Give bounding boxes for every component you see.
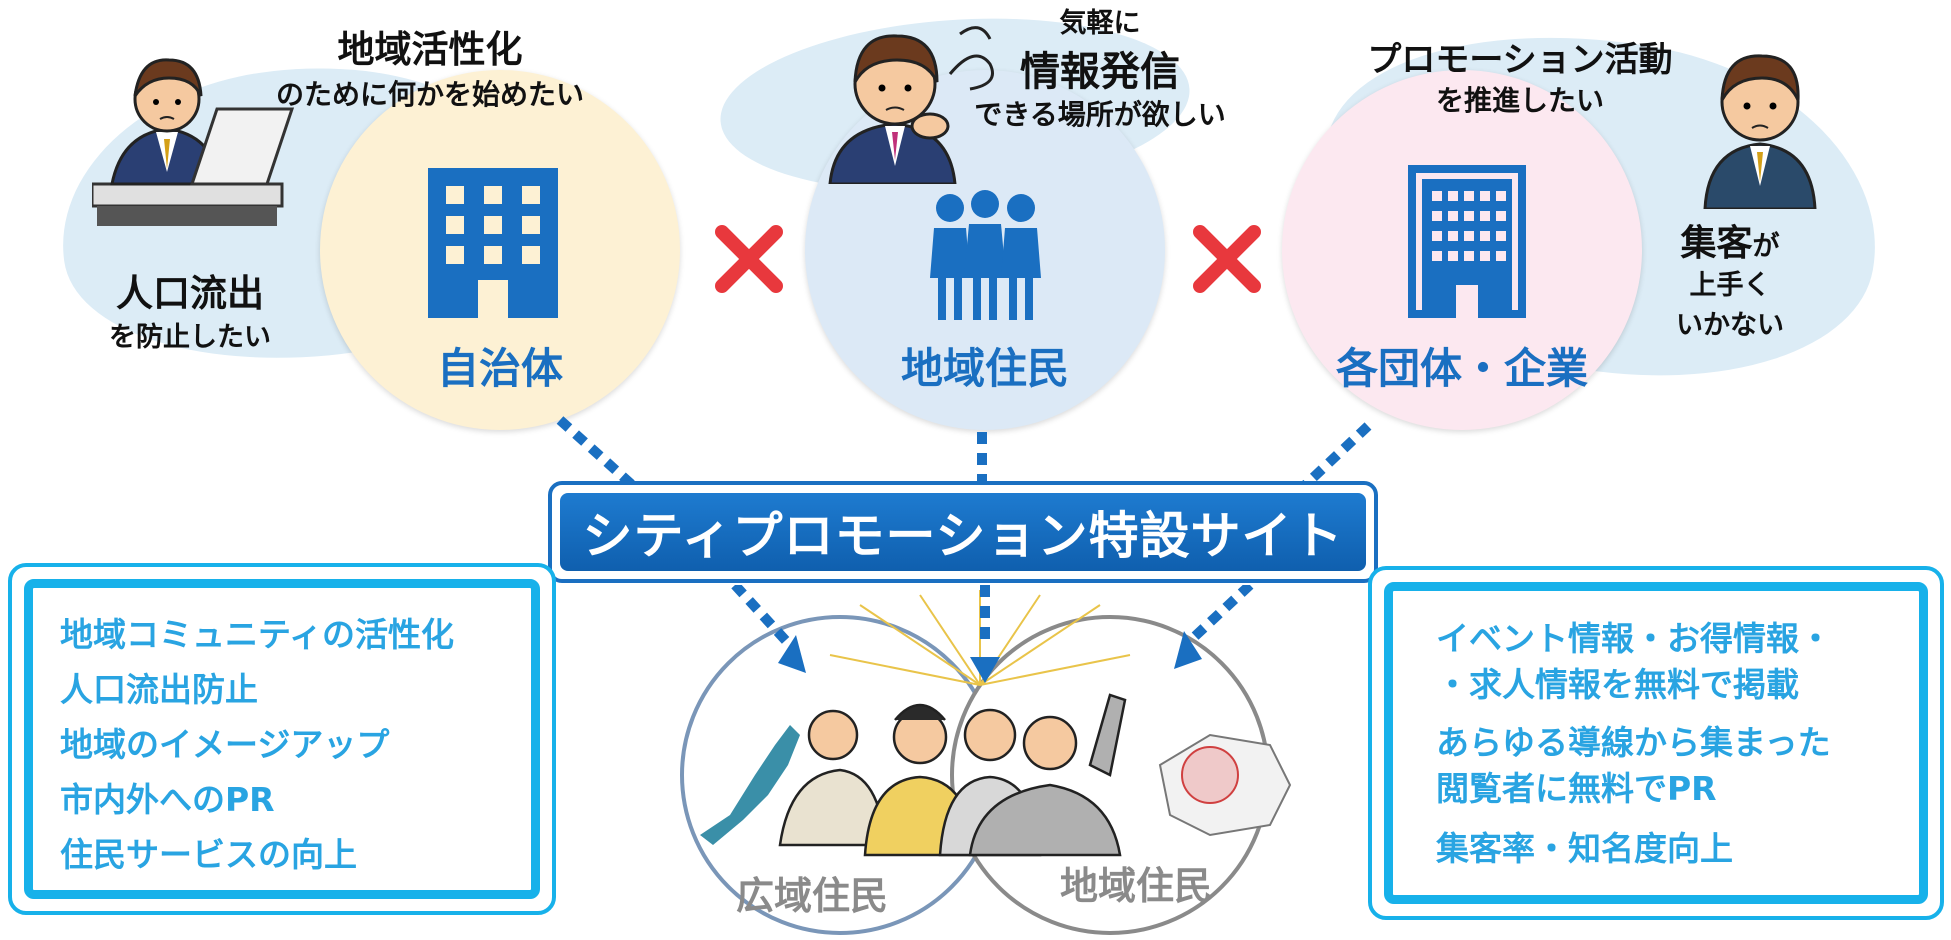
callout-attract-line2: 上手く — [1689, 270, 1771, 301]
callout-attract-big: 集客 — [1680, 223, 1753, 264]
left-benefit-item: 人口流出防止 — [60, 670, 258, 709]
left-benefits-panel-frame — [24, 579, 540, 899]
office-building-icon — [428, 168, 558, 318]
circle-label-local-residents: 地域住民 — [900, 344, 1069, 393]
cross-icon-right — [1193, 225, 1261, 293]
callout-attract-title: 集客が — [1650, 222, 1810, 265]
callout-revitalization-title: 地域活性化 — [337, 28, 523, 71]
callout-promotion-sub: を推進したい — [1435, 84, 1604, 117]
left-benefit-item: 地域コミュニティの活性化 — [60, 615, 455, 654]
callout-attract-suffix: が — [1752, 231, 1780, 262]
company-building-icon — [1408, 165, 1526, 318]
left-benefit-item: 住民サービスの向上 — [60, 835, 357, 874]
right-benefit-item: イベント情報・お得情報・ — [1436, 619, 1832, 658]
left-benefit-item: 地域のイメージアップ — [60, 725, 390, 764]
residents-venn-diagram — [680, 585, 1292, 935]
right-benefit-item: ・求人情報を無料で掲載 — [1436, 665, 1799, 704]
left-benefit-item: 市内外へのPR — [60, 780, 275, 819]
person-thinking-illustration — [828, 26, 994, 184]
venn-label-wide-area-residents: 広域住民 — [736, 874, 889, 918]
left-benefits-panel — [8, 563, 556, 915]
right-benefits-panel-frame — [1384, 582, 1928, 904]
banner-label: シティプロモーション特設サイト — [560, 493, 1366, 571]
person-at-laptop-illustration — [92, 58, 295, 226]
right-benefit-item: 集客率・知名度向上 — [1436, 829, 1733, 868]
callout-casual: 気軽に — [1059, 8, 1141, 39]
right-benefit-item: あらゆる導線から集まった — [1436, 723, 1831, 762]
circle-label-municipality: 自治体 — [436, 344, 563, 393]
callout-promotion-title: プロモーション活動 — [1367, 40, 1673, 80]
circle-label-organizations: 各団体・企業 — [1335, 344, 1588, 393]
cross-icon-left — [715, 225, 783, 293]
callout-attract-line3: いかない — [1676, 310, 1784, 341]
people-group-icon — [930, 190, 1041, 320]
callout-outflow-sub: を防止したい — [109, 322, 271, 353]
callout-place-wanted: できる場所が欲しい — [974, 98, 1226, 131]
right-benefits-panel — [1368, 566, 1944, 920]
venn-label-local-residents: 地域住民 — [1060, 864, 1213, 908]
callout-info-sharing: 情報発信 — [1020, 49, 1180, 95]
callout-revitalization-sub: のために何かを始めたい — [275, 78, 584, 111]
callout-outflow-title: 人口流出 — [116, 272, 264, 315]
city-promotion-site-banner: シティプロモーション特設サイト — [548, 481, 1378, 583]
right-benefit-item: 閲覧者に無料でPR — [1436, 769, 1717, 808]
person-worried-illustration — [1703, 54, 1817, 209]
